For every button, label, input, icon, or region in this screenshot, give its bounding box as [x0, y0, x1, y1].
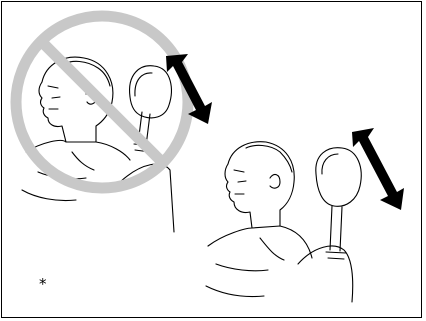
headrest-posts-correct: [330, 206, 342, 251]
no-symbol-icon: [16, 16, 188, 188]
footnote-mark: *: [39, 277, 47, 292]
double-arrow-icon: [166, 54, 212, 124]
double-arrow-icon: [352, 128, 404, 210]
person-head-correct: [228, 142, 294, 226]
correct-position-scene: [206, 142, 361, 302]
headrest-correct: [316, 148, 361, 207]
person-torso-correct: [206, 226, 312, 297]
seat-back-correct: [298, 246, 353, 302]
headrest-adjustment-illustration: [2, 2, 423, 319]
headrest-incorrect: [130, 66, 172, 118]
illustration-frame: *: [1, 1, 422, 318]
